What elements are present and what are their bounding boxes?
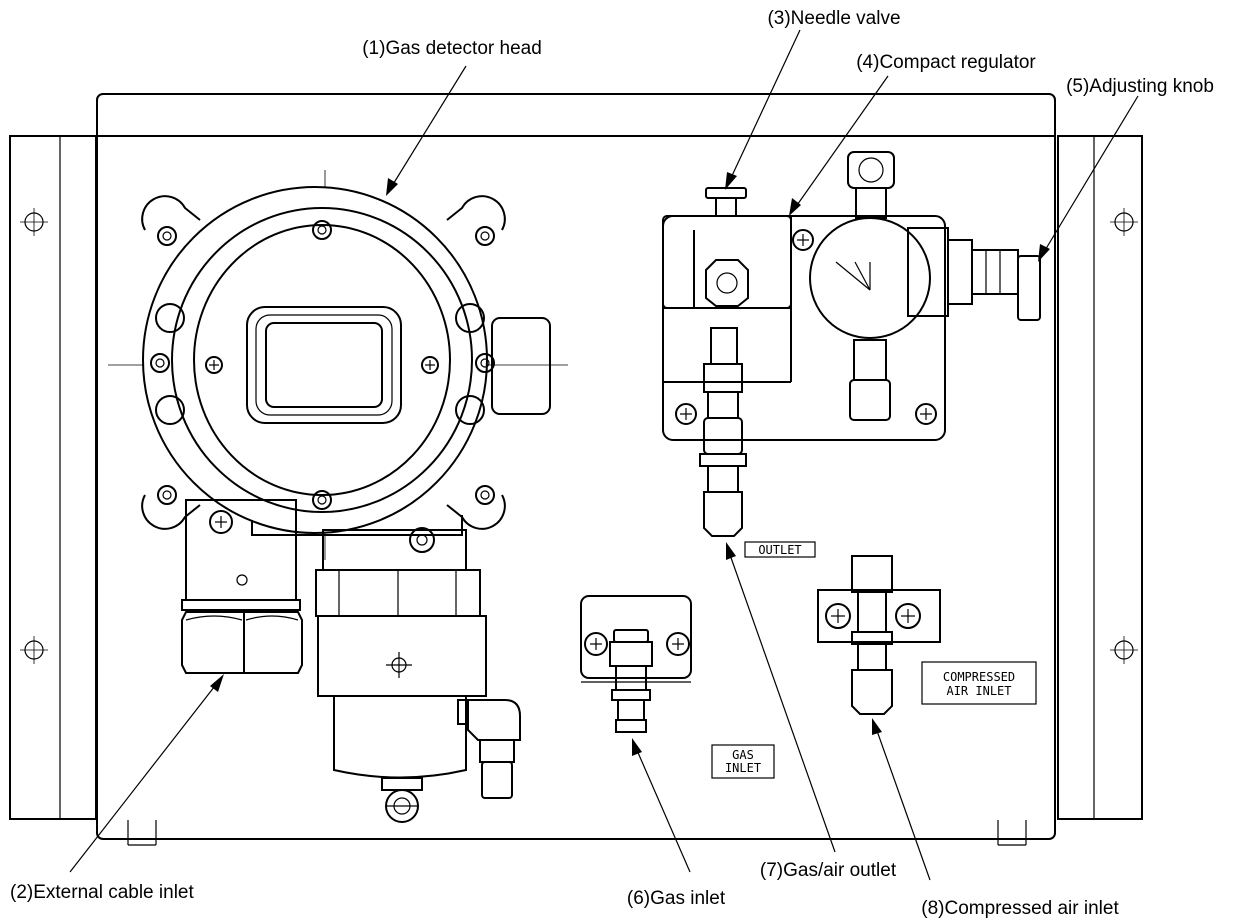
label-gas-inlet: (6)Gas inlet — [627, 888, 726, 909]
sensor-housing — [315, 527, 521, 823]
svg-text:GAS: GAS — [732, 748, 754, 762]
label-gas-detector-head: (1)Gas detector head — [362, 38, 542, 59]
compressed-air-inlet-tag: COMPRESSED AIR INLET — [921, 661, 1037, 705]
label-compact-regulator: (4)Compact regulator — [856, 52, 1036, 73]
gas-inlet-fitting — [580, 595, 692, 733]
svg-text:INLET: INLET — [725, 761, 761, 775]
label-needle-valve: (3)Needle valve — [767, 8, 900, 29]
leader-compact-regulator — [794, 75, 889, 209]
leader-needle-valve — [729, 29, 801, 181]
svg-text:OUTLET: OUTLET — [758, 543, 801, 557]
svg-text:AIR INLET: AIR INLET — [946, 684, 1011, 698]
compressed-air-inlet-fitting — [817, 555, 941, 715]
gas-detector-head — [108, 170, 568, 560]
leader-external-cable-inlet — [69, 681, 219, 873]
outlet-tag: OUTLET — [744, 541, 816, 558]
leader-gas-inlet — [635, 747, 691, 873]
leader-gas-air-outlet — [728, 551, 836, 853]
label-compressed-air-inlet: (8)Compressed air inlet — [921, 898, 1119, 919]
leader-lines — [69, 29, 1139, 881]
external-cable-inlet — [181, 499, 303, 674]
leader-gas-detector-head — [391, 65, 467, 187]
leader-compressed-air-inlet — [875, 727, 931, 881]
leader-adjusting-knob — [1043, 95, 1139, 253]
gas-inlet-tag: GAS INLET — [711, 744, 775, 779]
left-mounting-bracket — [9, 135, 97, 820]
label-gas-air-outlet: (7)Gas/air outlet — [760, 860, 897, 881]
label-adjusting-knob: (5)Adjusting knob — [1066, 76, 1214, 97]
svg-text:COMPRESSED: COMPRESSED — [943, 670, 1015, 684]
right-mounting-bracket — [1057, 135, 1143, 820]
label-external-cable-inlet: (2)External cable inlet — [10, 882, 194, 903]
